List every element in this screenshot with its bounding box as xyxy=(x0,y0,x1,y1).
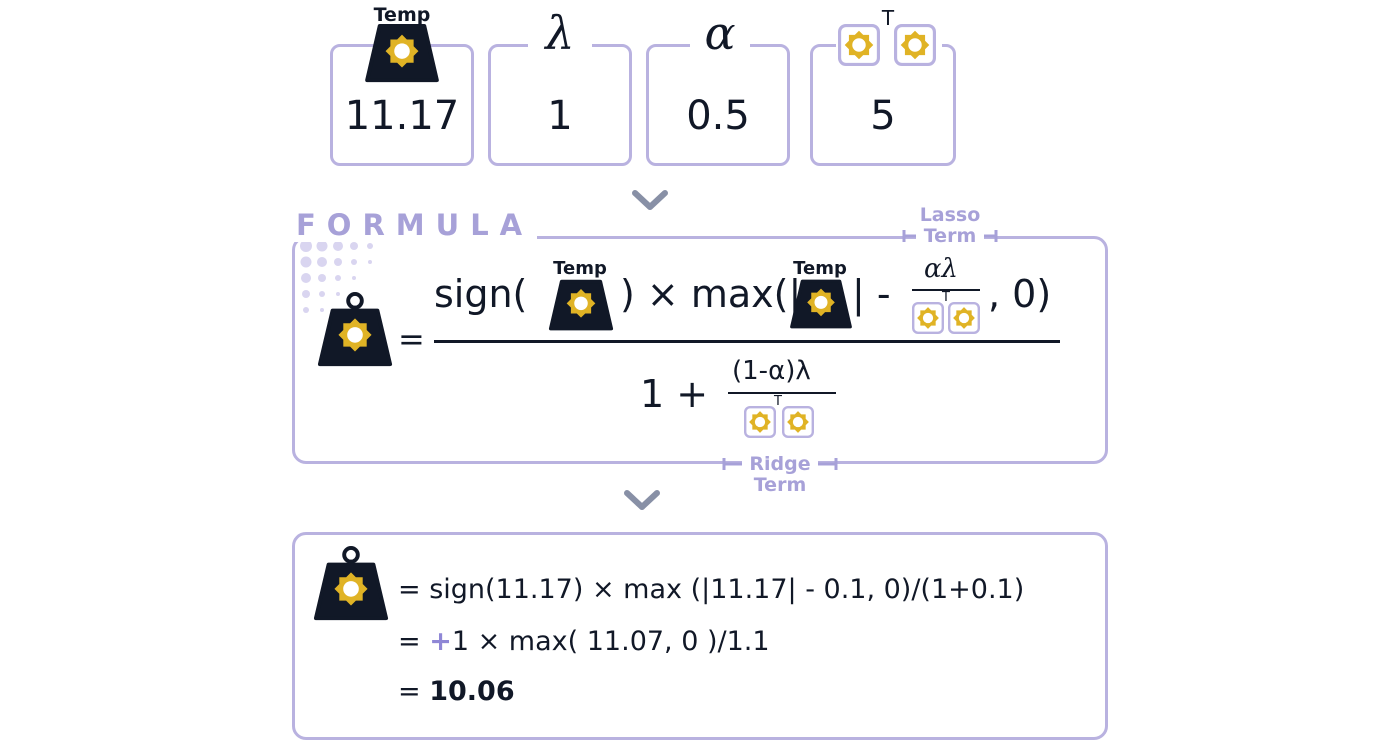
weight-gear-icon xyxy=(312,546,390,624)
calc-line-2: = +1 × max( 11.07, 0 )/1.1 xyxy=(398,626,770,657)
max-close: , 0) xyxy=(988,272,1052,316)
gear-box-icon xyxy=(782,406,814,438)
calculation-box xyxy=(292,532,1108,740)
ridge-transpose-mark: T xyxy=(774,394,782,409)
ridge-numerator-text: (1-α)λ xyxy=(732,356,811,386)
alpha-value: 0.5 xyxy=(686,93,750,139)
ridge-term-label-1: Ridge xyxy=(742,454,818,474)
calc-line-2-prefix: = xyxy=(398,626,430,657)
alpha-input-box: 0.5 xyxy=(646,44,790,166)
weight-gear-icon xyxy=(362,22,442,84)
gear-box-icon xyxy=(894,24,936,66)
calc-result: 10.06 xyxy=(429,676,515,707)
calc-line-3: = 10.06 xyxy=(398,676,515,707)
alpha-symbol: α xyxy=(690,6,750,60)
ridge-fraction-bar xyxy=(728,392,836,394)
temp-value: 11.17 xyxy=(344,93,460,139)
gram-value: 5 xyxy=(870,93,896,139)
lasso-numerator: αλ xyxy=(924,254,959,284)
halftone-decoration xyxy=(300,240,373,313)
lasso-transpose-mark: T xyxy=(942,290,950,305)
lasso-term-label-1: Lasso xyxy=(906,205,994,225)
formula-title: FORMULA xyxy=(292,208,538,242)
calc-line-3-prefix: = xyxy=(398,676,430,707)
ridge-numerator: (1-α)λ xyxy=(732,356,811,386)
main-fraction-bar xyxy=(434,340,1060,343)
lasso-term-label-2: Term xyxy=(916,226,984,246)
lasso-fraction-bar xyxy=(912,289,980,291)
calc-line-2-rest: 1 × max( 11.07, 0 )/1.1 xyxy=(451,626,770,657)
temp-label: Temp xyxy=(373,4,431,26)
sign-close-max: ) × max(| xyxy=(620,272,802,316)
abs-close: | - xyxy=(852,272,891,316)
sign-open: sign( xyxy=(434,272,528,316)
gram-icon-group: T xyxy=(836,6,942,68)
chevron-down-icon xyxy=(622,488,662,512)
denominator-one-plus: 1 + xyxy=(640,372,709,416)
weight-gear-icon xyxy=(316,292,394,370)
gear-box-icon xyxy=(744,406,776,438)
gear-box-icon xyxy=(912,302,944,334)
chevron-down-icon xyxy=(630,188,670,212)
gear-box-icon xyxy=(838,24,880,66)
calc-sign-plus: + xyxy=(429,626,452,657)
formula-box xyxy=(292,236,1108,464)
calc-line-1: = sign(11.17) × max (|11.17| - 0.1, 0)/(… xyxy=(398,574,1025,605)
gear-box-icon xyxy=(948,302,980,334)
formula-equals: = xyxy=(398,320,425,358)
weight-gear-icon xyxy=(788,278,854,330)
temp-label: Temp xyxy=(553,258,607,279)
transpose-mark: T xyxy=(881,6,895,30)
lambda-symbol: λ xyxy=(528,6,592,60)
lambda-input-box: 1 xyxy=(488,44,632,166)
ridge-term-label-2: Term xyxy=(742,475,818,495)
lambda-value: 1 xyxy=(547,93,573,139)
temp-label: Temp xyxy=(793,258,847,279)
weight-gear-icon xyxy=(546,278,616,332)
